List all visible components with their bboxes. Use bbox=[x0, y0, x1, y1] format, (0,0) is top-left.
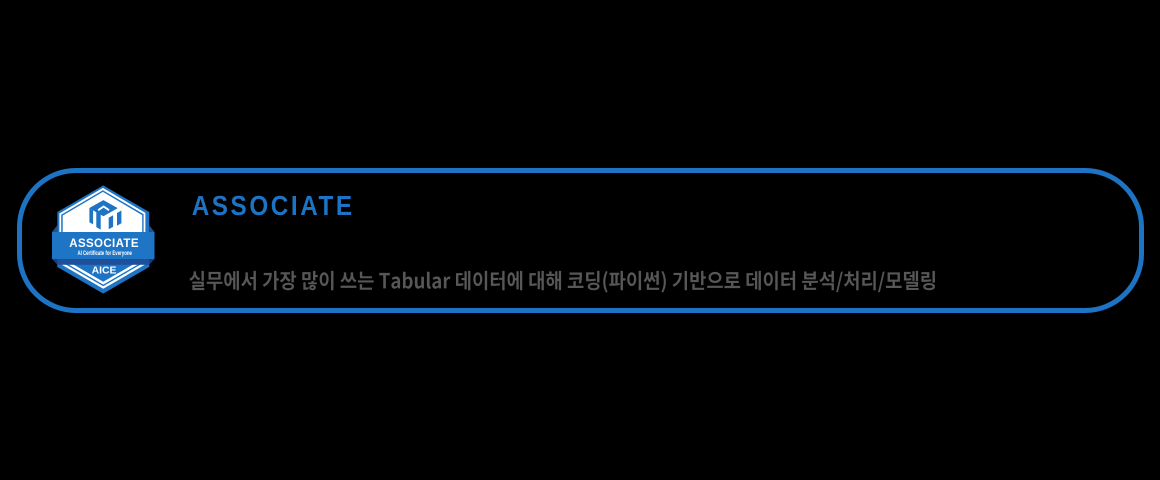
svg-text:AI Certificate for Everyone: AI Certificate for Everyone bbox=[77, 251, 132, 257]
svg-text:AICE: AICE bbox=[92, 265, 117, 276]
svg-text:ASSOCIATE: ASSOCIATE bbox=[69, 238, 139, 250]
svg-text:ASSOCIATE: ASSOCIATE bbox=[192, 189, 355, 221]
